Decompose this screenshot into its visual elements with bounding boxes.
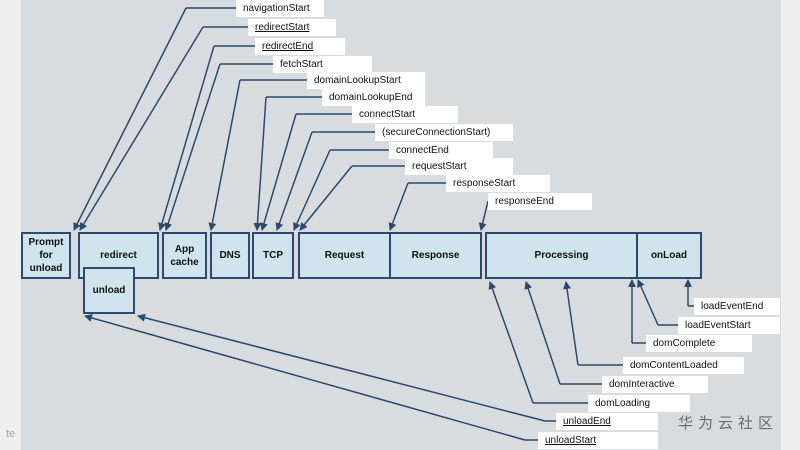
arrow-navigationStart: [73, 7, 187, 231]
arrow-loadEventStart: [637, 279, 659, 326]
phase-prompt-for-unload: Prompt for unload: [21, 232, 71, 279]
right-margin: [781, 0, 800, 450]
label-navigationStart: navigationStart: [236, 0, 324, 17]
arrow-domContentLoaded: [563, 281, 579, 366]
label-domContentLoaded: domContentLoaded: [623, 357, 744, 374]
arrow-redirectStart: [79, 26, 204, 231]
phase-tcp: TCP: [252, 232, 294, 279]
label-loadEventStart: loadEventStart: [678, 317, 780, 334]
label-connectEnd: connectEnd: [389, 142, 493, 159]
arrow-domLoading: [488, 281, 534, 404]
label-domainLookupEnd: domainLookupEnd: [322, 89, 425, 106]
phase-dns: DNS: [210, 232, 250, 279]
arrow-unloadStart: [84, 314, 526, 441]
label-redirectStart: redirectStart: [248, 19, 336, 36]
label-connectStart: connectStart: [352, 106, 458, 123]
arrow-domInteractive: [524, 281, 561, 385]
phase-unload: unload: [83, 267, 135, 314]
phase-onload: onLoad: [636, 232, 702, 279]
arrow-redirectEnd: [158, 45, 215, 231]
arrow-fetchStart: [164, 63, 221, 231]
phase-response: Response: [389, 232, 482, 279]
phase-processing: Processing: [485, 232, 638, 279]
arrow-requestStart: [299, 165, 353, 231]
phase-request: Request: [298, 232, 391, 279]
arrow-unloadEnd: [137, 313, 546, 422]
arrow-connectStart: [260, 113, 297, 231]
label-domLoading: domLoading: [588, 395, 690, 412]
label-requestStart: requestStart: [405, 158, 513, 175]
arrow-domainLookupEnd: [253, 96, 267, 231]
arrow-connectEnd: [293, 149, 331, 231]
label-domainLookupStart: domainLookupStart: [307, 72, 425, 89]
label-fetchStart: fetchStart: [273, 56, 372, 73]
arrow-domainLookupStart: [208, 79, 241, 231]
label-domComplete: domComplete: [646, 335, 752, 352]
label-domInteractive: domInteractive: [602, 376, 708, 393]
arrow-responseEnd: [478, 200, 489, 231]
label-responseEnd: responseEnd: [488, 193, 592, 210]
phase-app-cache: App cache: [162, 232, 207, 279]
arrow-responseStart: [388, 182, 409, 231]
label-responseStart: responseStart: [446, 175, 550, 192]
arrow-secureConnectionStart: [275, 131, 313, 231]
watermark: 华为云社区: [678, 414, 779, 432]
label-unloadEnd: unloadEnd: [556, 413, 658, 430]
label-secureConnectionStart: (secureConnectionStart): [375, 124, 513, 141]
label-unloadStart: unloadStart: [538, 432, 658, 449]
label-redirectEnd: redirectEnd: [255, 38, 345, 55]
left-margin: [0, 0, 21, 450]
corner-text: te: [6, 428, 16, 440]
label-loadEventEnd: loadEventEnd: [694, 298, 780, 315]
